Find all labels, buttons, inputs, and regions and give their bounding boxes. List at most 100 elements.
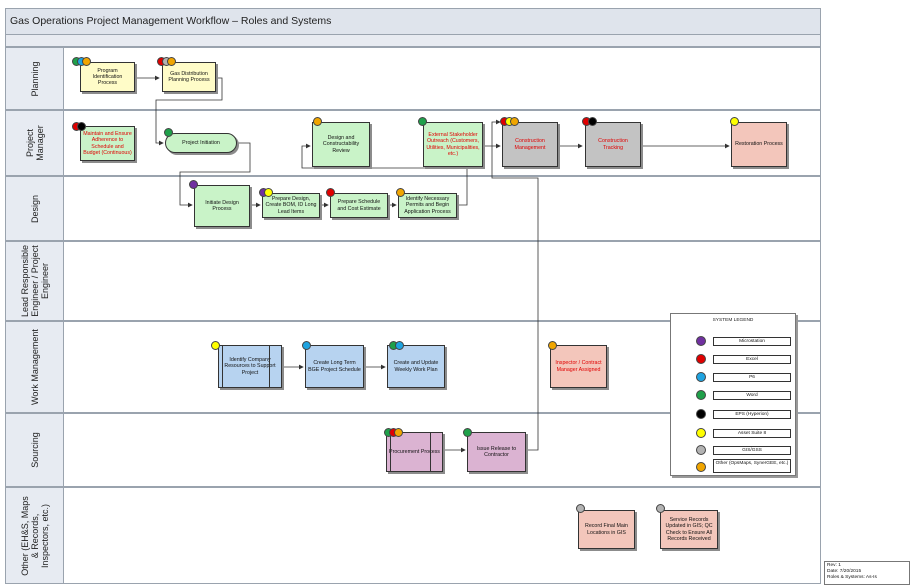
title-strip	[5, 35, 821, 47]
node-design-constructability: Design and Constructability Review	[312, 122, 370, 167]
node-gas-distribution-planning: Gas Distribution Planning Process	[162, 62, 216, 92]
node-label: Design and Constructability Review	[322, 135, 360, 154]
legend-label-p6: P6	[713, 373, 791, 382]
node-restoration-process: Restoration Process	[731, 122, 787, 167]
other-system-icon	[394, 428, 403, 437]
node-label: Prepare Design, Create BOM, ID Long Lead…	[265, 196, 317, 215]
connector-gas-planning-to-initiation	[155, 77, 223, 146]
asset-suite-icon	[730, 117, 739, 126]
node-service-records: Service Records Updated in GIS; QC Check…	[660, 510, 718, 549]
node-label: Prepare Schedule and Cost Estimate	[337, 199, 381, 212]
gis-icon	[576, 504, 585, 513]
lane-header: Other (EH&S, Maps & Records, Inspectors,…	[6, 488, 64, 583]
eps-icon	[588, 117, 597, 126]
node-label: Record Final Main Locations in GIS	[585, 523, 628, 536]
other-system-icon	[396, 188, 405, 197]
node-maintain-adherence: Maintain and Ensure Adherence to Schedul…	[80, 126, 135, 161]
asset-suite-icon	[264, 188, 273, 197]
node-label: Identify Company Resources to Support Pr…	[224, 357, 276, 376]
legend-label-other: Other (OpsMaps, SynerGEE, etc.)	[713, 459, 791, 473]
lane-lead-engineer: Lead Responsible Engineer / Project Engi…	[5, 241, 821, 321]
node-prepare-schedule: Prepare Schedule and Cost Estimate	[330, 193, 388, 218]
lane-header: Sourcing	[6, 414, 64, 486]
p6-icon	[395, 341, 404, 350]
other-system-icon	[548, 341, 557, 350]
node-program-identification: Program Identification Process	[80, 62, 135, 92]
revision-date: Date: 7/20/2015	[827, 569, 862, 574]
legend-label-word: Word	[713, 391, 791, 400]
node-create-bge-schedule: Create Long Term BGE Project Schedule	[305, 345, 364, 388]
microstation-icon	[189, 180, 198, 189]
node-label: External Stakeholder Outreach (Customers…	[426, 132, 480, 157]
revision-box: Rev: 1 Date: 7/20/2015 Roles & Systems: …	[824, 561, 910, 585]
connector-release-to-construction	[491, 119, 539, 451]
excel-icon	[696, 354, 706, 364]
node-label: Inspector / Contract Manager Assigned	[555, 360, 602, 373]
node-identify-permits: Identify Necessary Permits and Begin App…	[398, 193, 457, 218]
legend-label-asset-suite: Asset Suite 8	[713, 429, 791, 438]
connector-initiation-to-initiate-design	[179, 142, 251, 208]
asset-suite-icon	[696, 428, 706, 438]
legend-label-gis: GIS/GSS	[713, 446, 791, 455]
node-label: Service Records Updated in GIS; QC Check…	[665, 517, 713, 542]
other-system-icon	[167, 57, 176, 66]
eps-icon	[696, 409, 706, 419]
legend-label-microstation: Microstation	[713, 337, 791, 346]
gis-icon	[696, 445, 706, 455]
node-label: Program Identification Process	[92, 67, 123, 87]
diagram-title-bar: Gas Operations Project Management Workfl…	[5, 8, 821, 35]
excel-icon	[326, 188, 335, 197]
node-procurement: Procurement Process	[386, 432, 443, 472]
node-project-initiation: Project Initiation	[165, 133, 237, 153]
node-label: Gas Distribution Planning Process	[168, 70, 210, 83]
gis-icon	[656, 504, 665, 513]
legend-label-excel: Excel	[713, 355, 791, 364]
revision-number: Rev: 1	[827, 563, 841, 568]
node-label: Issue Release to Contractor	[476, 445, 517, 458]
node-record-final-main: Record Final Main Locations in GIS	[578, 510, 635, 549]
other-system-icon	[510, 117, 519, 126]
legend-title: SYSTEM LEGEND	[712, 318, 754, 323]
system-legend: SYSTEM LEGEND Microstation Excel P6 Word…	[670, 313, 796, 476]
node-label: Construction Management	[514, 138, 546, 151]
node-label: Project Initiation	[182, 139, 220, 146]
legend-label-eps: EPS (Hyperion)	[713, 410, 791, 419]
p6-icon	[302, 341, 311, 350]
diagram-title: Gas Operations Project Management Workfl…	[10, 15, 332, 27]
node-label: Identify Necessary Permits and Begin App…	[404, 196, 451, 215]
node-initiate-design: Initiate Design Process	[194, 185, 250, 227]
node-label: Create and Update Weekly Work Plan	[393, 360, 439, 373]
lane-project-manager: Project Manager	[5, 110, 821, 176]
lane-header: Work Management	[6, 322, 64, 412]
lane-planning: Planning	[5, 47, 821, 110]
node-label: Construction Tracking	[598, 138, 628, 151]
word-icon	[696, 390, 706, 400]
word-icon	[418, 117, 427, 126]
node-prepare-design-bom: Prepare Design, Create BOM, ID Long Lead…	[262, 193, 320, 218]
p6-icon	[696, 372, 706, 382]
node-label: Create Long Term BGE Project Schedule	[308, 360, 361, 373]
other-system-icon	[313, 117, 322, 126]
node-weekly-work-plan: Create and Update Weekly Work Plan	[387, 345, 445, 388]
node-construction-tracking: Construction Tracking	[585, 122, 641, 167]
lane-header: Design	[6, 177, 64, 240]
node-construction-management: Construction Management	[502, 122, 558, 167]
connector-permits-to-design-review	[301, 143, 468, 206]
word-icon	[164, 128, 173, 137]
node-issue-release: Issue Release to Contractor	[467, 432, 526, 472]
microstation-icon	[696, 336, 706, 346]
lane-header: Planning	[6, 48, 64, 109]
node-label: Initiate Design Process	[205, 199, 239, 212]
node-inspector-contract-manager: Inspector / Contract Manager Assigned	[550, 345, 607, 388]
other-system-icon	[696, 462, 706, 472]
other-system-icon	[82, 57, 91, 66]
word-icon	[463, 428, 472, 437]
lane-header: Lead Responsible Engineer / Project Engi…	[6, 242, 64, 320]
node-label: Procurement Process	[389, 448, 440, 455]
revision-subtitle: Roles & Systems: As-Is	[827, 575, 877, 580]
node-label: Restoration Process	[735, 141, 783, 148]
node-label: Maintain and Ensure Adherence to Schedul…	[83, 131, 132, 156]
node-identify-resources: Identify Company Resources to Support Pr…	[218, 345, 282, 388]
lane-header: Project Manager	[6, 111, 64, 175]
